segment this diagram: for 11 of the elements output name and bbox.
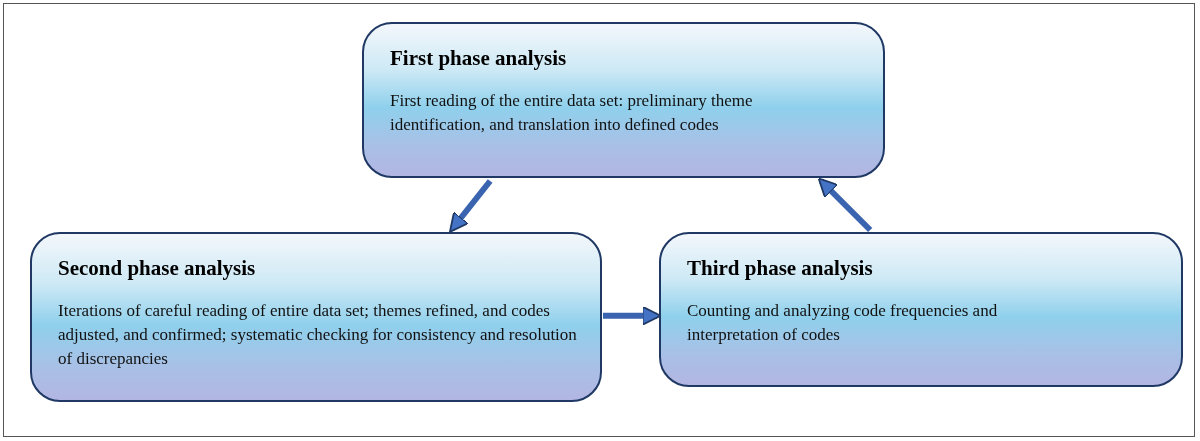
process-box (30, 232, 602, 402)
box-heading: Second phase analysis (58, 256, 257, 281)
box-heading: Third phase analysis (687, 256, 874, 281)
box-description: Counting and analyzing code frequencies and interpretation of codes (687, 300, 999, 346)
process-box (362, 22, 885, 178)
box-heading: First phase analysis (390, 46, 568, 71)
box-description: First reading of the entire data set: preliminary theme identification, and translation into defined codes (390, 90, 754, 136)
arrow (817, 177, 873, 233)
process-box (659, 232, 1183, 387)
box-description: Iterations of careful reading of entire data set; themes refined, and codes adjusted, and confirmed; systematic checking for consistency and resolution of discrepancies (58, 300, 578, 370)
arrow (449, 179, 493, 233)
